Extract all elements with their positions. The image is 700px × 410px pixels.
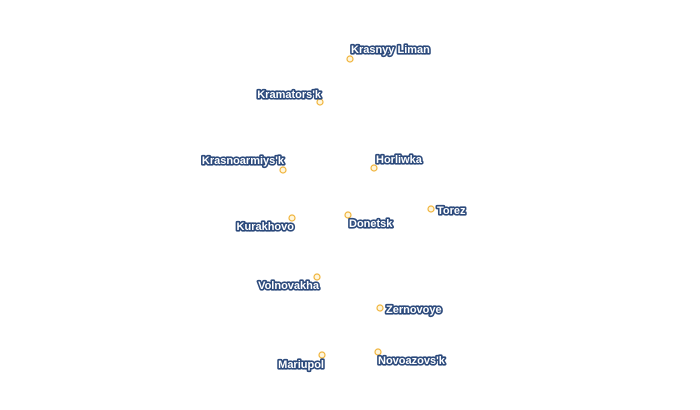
- city-kurakhovo[interactable]: Kurakhovo: [235, 214, 296, 235]
- city-marker-icon[interactable]: [313, 273, 321, 281]
- city-marker-icon[interactable]: [376, 304, 384, 312]
- city-label: Mariupol: [278, 359, 324, 371]
- city-label: Volnovakha: [258, 280, 320, 292]
- city-label: Krasnoarmiys'k: [202, 155, 285, 167]
- city-label: Krasnyy Liman: [351, 44, 430, 56]
- city-kramatorsk[interactable]: Kramators'k: [256, 87, 324, 106]
- city-krasnoarmiysk[interactable]: Krasnoarmiys'k: [200, 153, 287, 174]
- city-marker-icon[interactable]: [288, 214, 296, 222]
- city-marker-icon[interactable]: [344, 211, 352, 219]
- city-label: Kramators'k: [257, 89, 322, 101]
- city-label: Zernovoye: [386, 304, 442, 316]
- city-label: Horliwka: [376, 154, 423, 166]
- city-krasnyy-liman[interactable]: Krasnyy Liman: [346, 42, 432, 63]
- city-novoazovsk[interactable]: Novoazovs'k: [374, 348, 447, 369]
- city-mariupol[interactable]: Mariupol: [277, 351, 326, 373]
- city-label: Novoazovs'k: [378, 355, 446, 367]
- city-zernovoye[interactable]: Zernovoye: [376, 302, 443, 318]
- city-donetsk[interactable]: Donetsk: [344, 211, 395, 232]
- city-label: Donetsk: [349, 218, 393, 230]
- city-horliwka[interactable]: Horliwka: [370, 152, 424, 172]
- city-volnovakha[interactable]: Volnovakha: [256, 273, 321, 294]
- city-label: Kurakhovo: [237, 221, 295, 233]
- city-marker-icon[interactable]: [279, 166, 287, 174]
- city-marker-icon[interactable]: [427, 205, 435, 213]
- city-marker-icon[interactable]: [316, 98, 324, 106]
- city-marker-icon[interactable]: [370, 164, 378, 172]
- city-marker-icon[interactable]: [318, 351, 326, 359]
- city-label: Torez: [437, 205, 466, 217]
- city-torez[interactable]: Torez: [427, 203, 468, 219]
- city-marker-icon[interactable]: [346, 55, 354, 63]
- city-marker-icon[interactable]: [374, 348, 382, 356]
